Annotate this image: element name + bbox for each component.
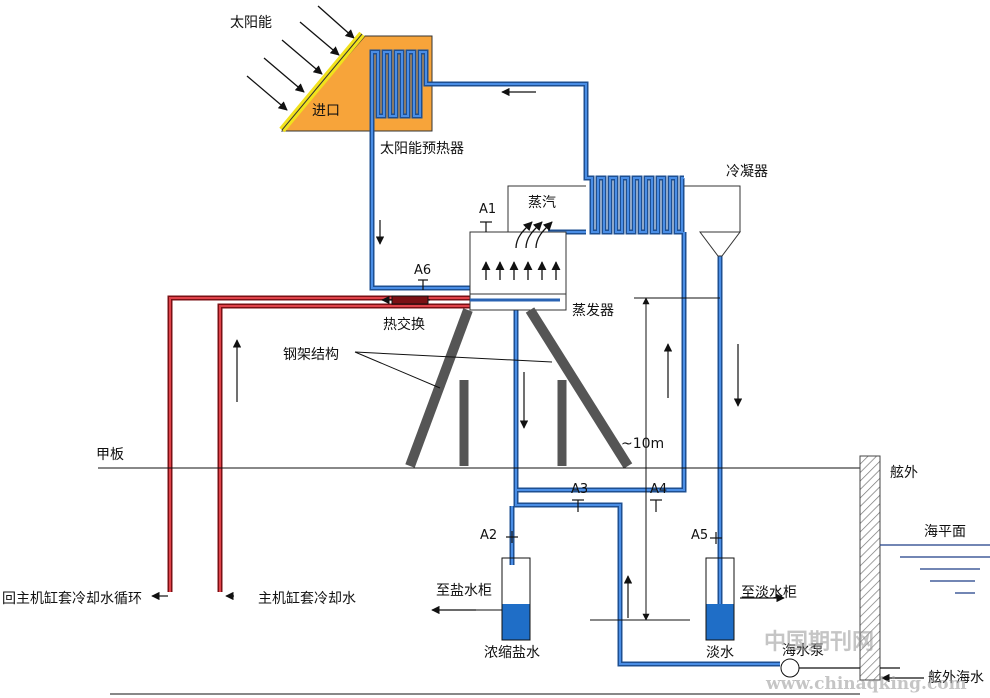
outboard-label: 舷外 — [890, 465, 918, 481]
flow-arrows — [151, 87, 924, 683]
to-fresh-tank-label: 至淡水柜 — [741, 585, 797, 601]
valve-a6-label: A6 — [414, 263, 432, 278]
heat-exchanger — [391, 295, 429, 305]
solar-label: 太阳能 — [230, 15, 272, 31]
to-brine-tank-label: 至盐水柜 — [436, 583, 492, 599]
sea-level-lines — [880, 544, 990, 594]
brine-tank — [462, 557, 531, 641]
condenser-duct — [507, 185, 741, 257]
outboard-seawater-label: 舷外海水 — [928, 670, 984, 686]
watermark-cn: 中国期刊网 — [764, 629, 875, 655]
rising-arrows-icon — [481, 261, 561, 280]
heat-exchanger-label: 热交换 — [383, 317, 425, 333]
valve-a2-label: A2 — [480, 528, 498, 543]
sun-rays-icon — [246, 5, 355, 111]
sea-level-label: 海平面 — [924, 524, 966, 540]
condenser-label: 冷凝器 — [726, 164, 768, 180]
valve-a3-label: A3 — [571, 482, 589, 497]
evaporator-label: 蒸发器 — [572, 303, 614, 319]
engine-cooling-label: 主机缸套冷却水 — [258, 591, 356, 607]
return-cooling-label: 回主机缸套冷却水循环 — [2, 591, 142, 607]
valve-a4-label: A4 — [650, 482, 668, 497]
valve-a1-label: A1 — [479, 202, 497, 217]
steel-frame — [405, 307, 633, 469]
steel-frame-label: 钢架结构 — [283, 347, 339, 363]
steam-arrows-icon — [515, 221, 553, 249]
steel-frame-callout — [354, 351, 553, 389]
height-dimension — [590, 297, 720, 621]
sea-pump-icon — [780, 658, 900, 678]
preheater-label: 太阳能预热器 — [380, 141, 464, 157]
steam-label: 蒸汽 — [528, 195, 556, 211]
watermark-url: www.chinaqking.com — [766, 674, 967, 694]
valve-symbols — [418, 221, 722, 544]
inlet-label: 进口 — [312, 103, 340, 119]
red-cooling-pipes — [167, 295, 559, 592]
height-label: ~10m — [621, 436, 665, 452]
sea-pump-label: 海水泵 — [782, 643, 824, 659]
hull-wall — [859, 455, 881, 681]
valve-a5-label: A5 — [691, 528, 709, 543]
evaporator-box — [469, 231, 567, 311]
fresh-water-label: 淡水 — [706, 645, 734, 661]
deck-label: 甲板 — [96, 447, 124, 463]
fresh-water-tank — [705, 557, 735, 641]
brine-label: 浓缩盐水 — [484, 645, 540, 661]
